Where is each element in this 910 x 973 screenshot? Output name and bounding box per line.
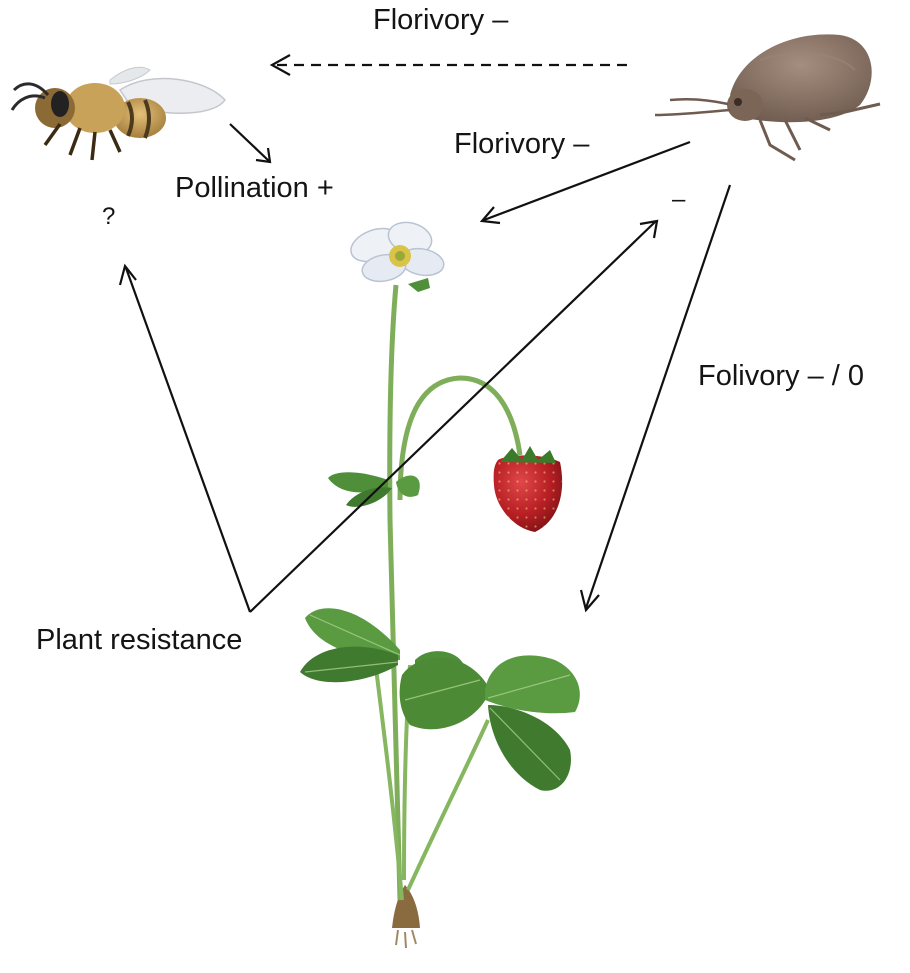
arrow-pollination — [229, 123, 272, 164]
arrow-resistance-to-pollinator — [118, 263, 252, 613]
arrow-resistance-to-herbivore — [249, 219, 659, 613]
strawberry-flower — [350, 221, 445, 292]
strawberry-plant — [300, 221, 580, 949]
label-unknown-effect: ? — [102, 203, 116, 230]
interaction-arrows — [118, 54, 732, 613]
leaf-petiole-left — [373, 659, 404, 901]
strawberry-fruit — [493, 446, 563, 532]
flower-stem — [387, 284, 403, 901]
arrow-folivory — [579, 184, 732, 613]
label-resistance-on-beetle: – — [672, 186, 686, 213]
bee-icon — [10, 66, 226, 161]
bract-leaves — [328, 472, 420, 507]
fruit-stem — [397, 375, 523, 501]
beetle-icon — [654, 34, 881, 162]
label-folivory: Folivory – / 0 — [698, 360, 864, 392]
rootstock — [392, 885, 420, 949]
label-florivory-top: Florivory – — [373, 4, 509, 36]
label-florivory-middle: Florivory – — [454, 128, 590, 160]
leaf-cluster — [300, 608, 580, 791]
arrow-florivory-beetle-to-flower — [479, 140, 691, 225]
leaf-petiole-right — [406, 719, 490, 891]
label-pollination: Pollination + — [175, 172, 334, 204]
label-plant-resistance: Plant resistance — [36, 624, 243, 656]
arrow-florivory-beetle-to-bee — [269, 54, 627, 76]
